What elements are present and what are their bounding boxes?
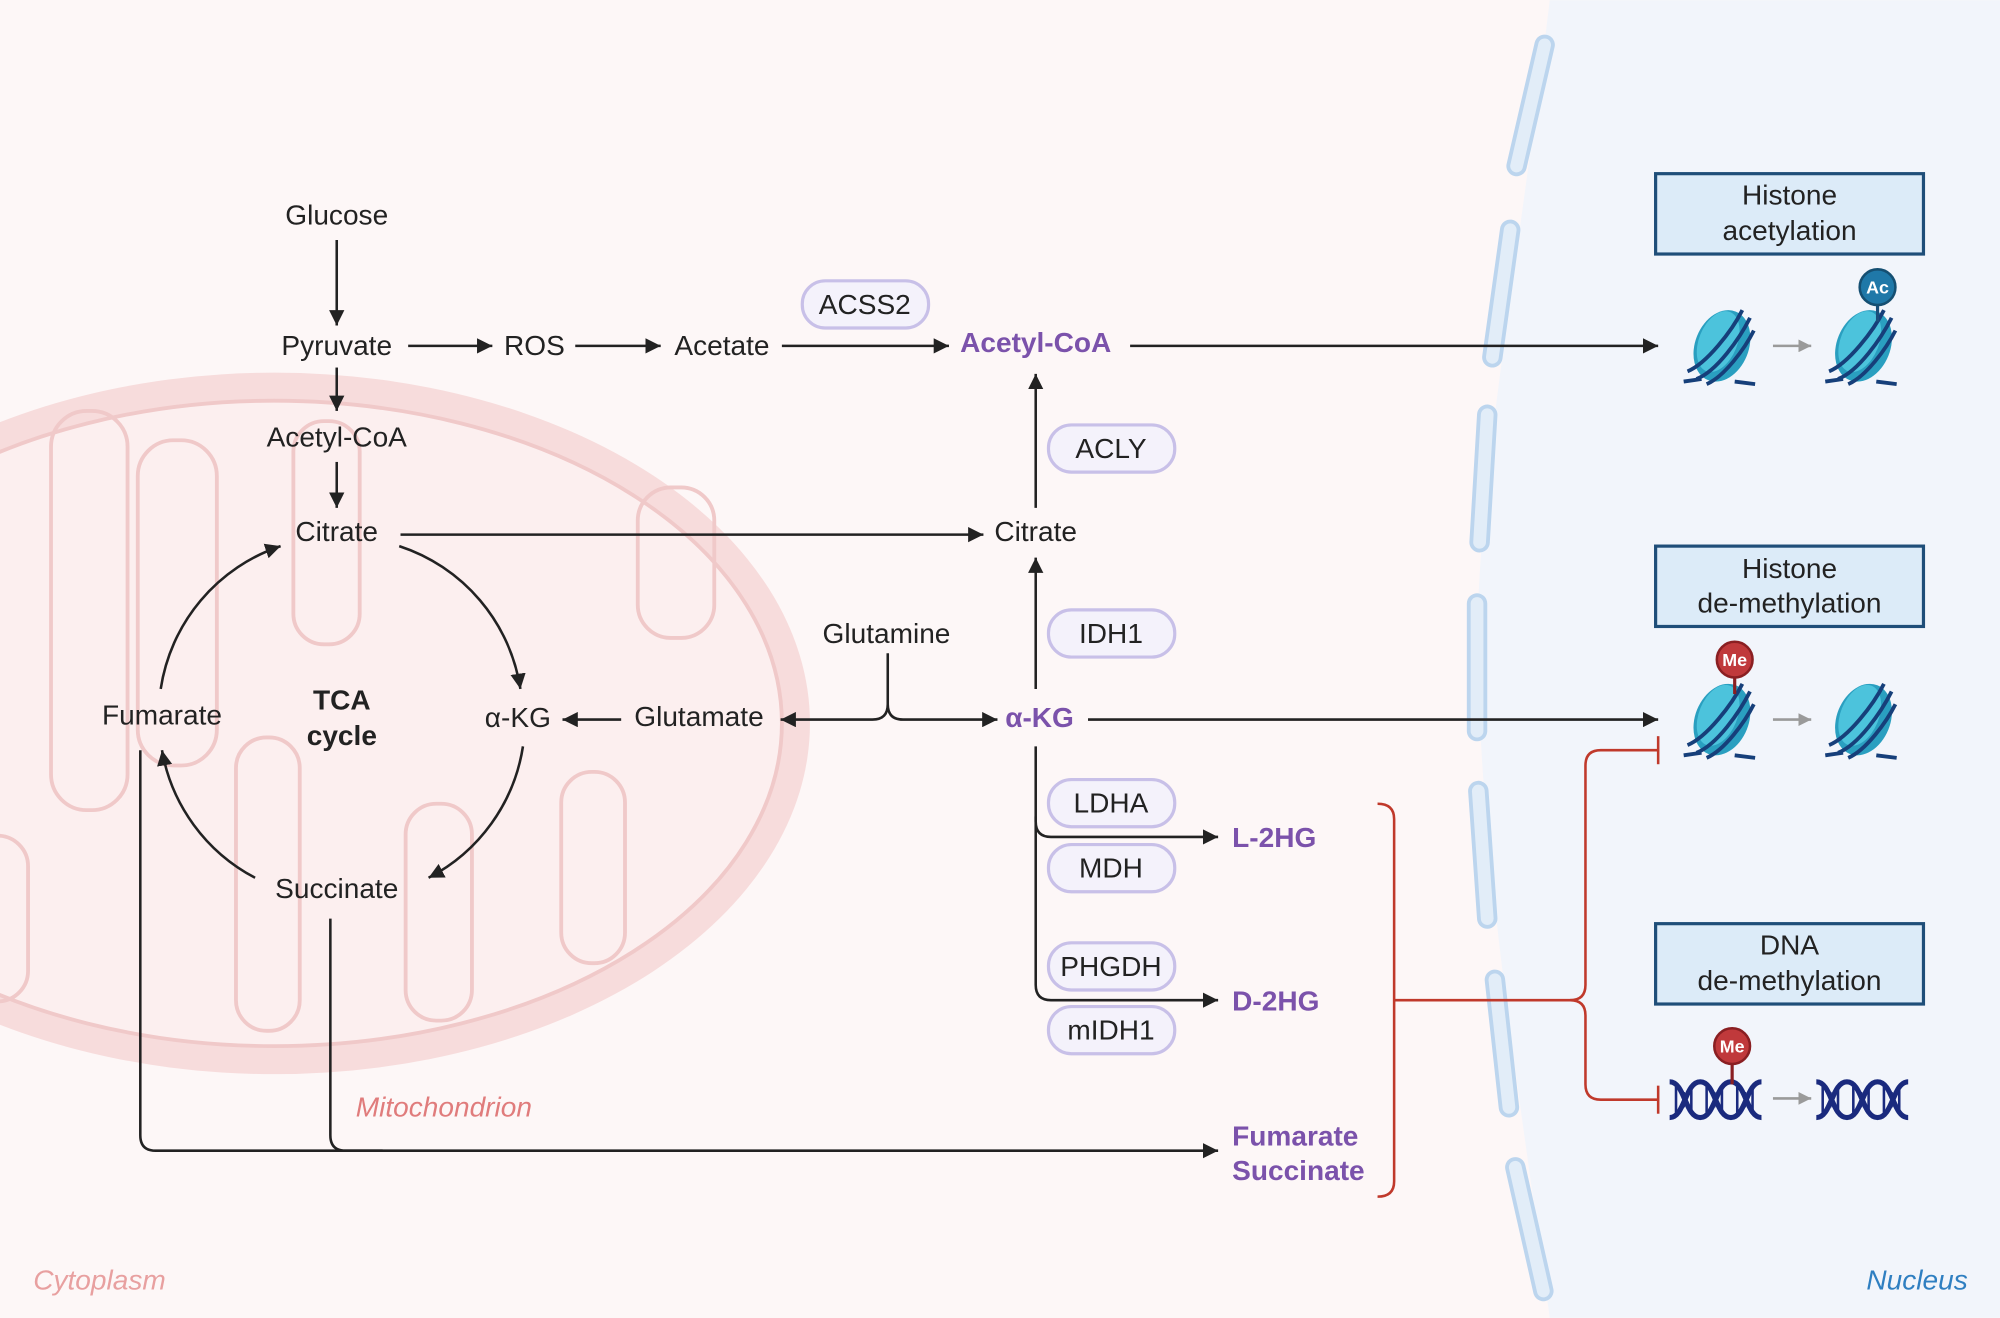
enzyme-ldha: LDHA <box>1046 777 1177 829</box>
enzyme-label: IDH1 <box>1079 618 1143 649</box>
acetyl-mark-label: Ac <box>1866 278 1889 298</box>
d2hg-label: D-2HG <box>1232 985 1319 1016</box>
nuclear-envelope <box>1466 34 1555 1302</box>
pathway-arrows <box>139 239 1659 1159</box>
mitochondrion-label: Mitochondrion <box>356 1091 532 1122</box>
enzyme-mdh: MDH <box>1046 842 1177 894</box>
outcome-line1: DNA <box>1760 929 1820 960</box>
acetyl-coa-key-label: Acetyl-CoA <box>960 327 1111 358</box>
pyruvate-label: Pyruvate <box>281 330 392 361</box>
glucose-label: Glucose <box>285 200 388 231</box>
acetyl-mark-icon: Ac <box>1858 268 1897 322</box>
outcome-line2: de-methylation <box>1698 965 1882 996</box>
outcome-histone-demethylation: Histone de-methylation <box>1654 544 1926 629</box>
outcome-line2: acetylation <box>1722 215 1856 246</box>
outcome-line1: Histone <box>1742 553 1837 584</box>
enzyme-label: ACLY <box>1075 433 1146 464</box>
enzyme-midh1: mIDH1 <box>1046 1004 1177 1056</box>
tca-cycle-label-line1: TCA <box>313 684 371 715</box>
ros-label: ROS <box>504 330 565 361</box>
akg-key-label: α-KG <box>1005 702 1074 733</box>
enzyme-phgdh: PHGDH <box>1046 941 1177 992</box>
tca-cycle-label-line2: cycle <box>307 720 377 751</box>
citrate-mito-label: Citrate <box>295 516 378 547</box>
enzyme-label: PHGDH <box>1060 951 1161 982</box>
outcome-line2: de-methylation <box>1698 587 1882 618</box>
fumarate-label: Fumarate <box>102 700 222 731</box>
glutamate-label: Glutamate <box>634 701 763 732</box>
mitochondrion-icon <box>0 372 810 1075</box>
enzyme-label: MDH <box>1079 853 1143 884</box>
cytoplasm-label: Cytoplasm <box>33 1265 165 1296</box>
succinate-key-label: Succinate <box>1232 1155 1364 1186</box>
enzyme-label: ACSS2 <box>819 289 911 320</box>
nucleus-label: Nucleus <box>1866 1265 1967 1296</box>
methyl-mark-label: Me <box>1722 650 1747 670</box>
acetate-label: Acetate <box>674 330 769 361</box>
fumarate-key-label: Fumarate <box>1232 1121 1358 1152</box>
enzyme-acly: ACLY <box>1046 423 1177 474</box>
akg-mito-label: α-KG <box>485 702 551 733</box>
succinate-label: Succinate <box>275 873 398 904</box>
acetyl-coa-mito-label: Acetyl-CoA <box>267 422 408 453</box>
l2hg-label: L-2HG <box>1232 822 1316 853</box>
enzyme-label: mIDH1 <box>1067 1015 1154 1046</box>
citrate-cyto-label: Citrate <box>994 516 1077 547</box>
enzyme-acss2: ACSS2 <box>800 279 931 330</box>
outcome-line1: Histone <box>1742 179 1837 210</box>
enzyme-label: LDHA <box>1074 788 1149 819</box>
methyl-mark-icon: Me <box>1715 640 1754 695</box>
inhibition-lines <box>1377 736 1660 1198</box>
methyl-mark-label: Me <box>1720 1036 1745 1056</box>
outcome-histone-acetylation: Histone acetylation <box>1654 172 1926 256</box>
enzyme-idh1: IDH1 <box>1046 608 1177 659</box>
outcome-dna-demethylation: DNA de-methylation <box>1654 922 1926 1006</box>
glutamine-label: Glutamine <box>823 618 951 649</box>
methyl-mark-icon: Me <box>1713 1026 1752 1085</box>
